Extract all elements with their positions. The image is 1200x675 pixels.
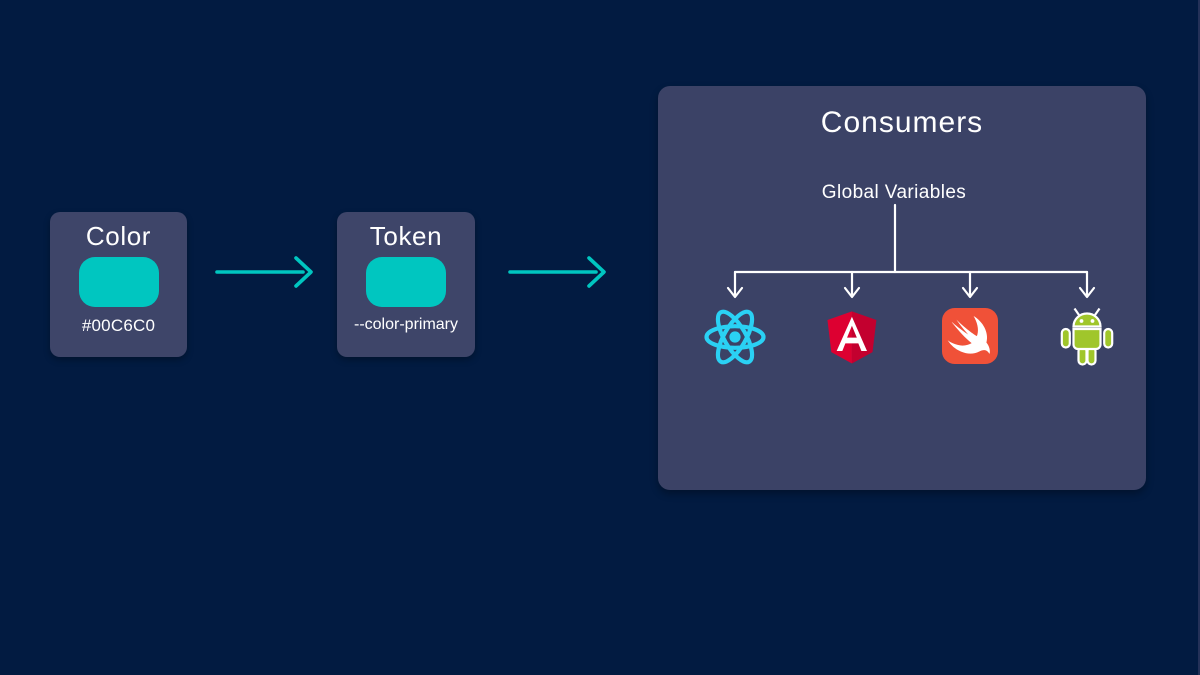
consumers-panel: Consumers Global Variables: [658, 86, 1146, 490]
screen-right-edge-strip: [1198, 0, 1200, 675]
arrow-token-to-consumers: [508, 256, 606, 288]
distribution-tree-connector: [726, 203, 1096, 299]
consumers-panel-title: Consumers: [820, 106, 984, 139]
token-node-variable-value: --color-primary: [354, 315, 458, 333]
color-node-title: Color: [85, 221, 152, 251]
color-swatch: [78, 256, 159, 307]
android-icon: [1060, 307, 1114, 366]
react-icon: [704, 309, 766, 365]
token-node-title: Token: [369, 221, 443, 251]
global-variables-label: Global Variables: [821, 182, 967, 203]
angular-icon: [827, 311, 877, 364]
swift-icon: [942, 308, 998, 364]
arrow-color-to-token: [215, 256, 313, 288]
color-node-hex-value: #00C6C0: [81, 315, 156, 335]
token-swatch: [366, 256, 446, 307]
token-node: Token --color-primary: [337, 212, 475, 357]
color-node: Color #00C6C0: [50, 212, 187, 357]
